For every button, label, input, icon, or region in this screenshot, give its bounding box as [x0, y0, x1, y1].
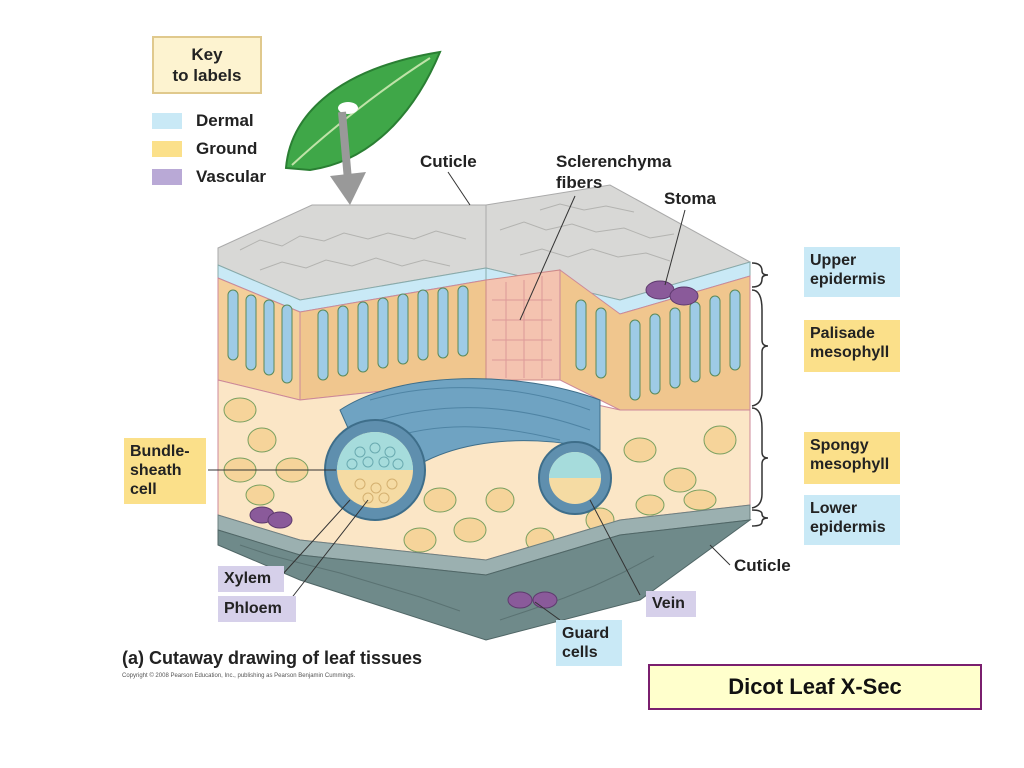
label-lower-epidermis-2: epidermis — [810, 519, 886, 536]
label-sclerenchyma-2: fibers — [556, 173, 602, 192]
key-item-vascular: Vascular — [152, 167, 266, 187]
label-cuticle-top: Cuticle — [420, 152, 477, 171]
label-guard-2: cells — [562, 644, 598, 661]
key-item-ground: Ground — [152, 139, 257, 159]
label-palisade-2: mesophyll — [810, 344, 890, 361]
brackets — [751, 262, 769, 527]
key-item-dermal: Dermal — [152, 111, 254, 131]
leaf-block — [217, 184, 752, 641]
key-label-ground: Ground — [196, 139, 258, 158]
leaf-icon — [284, 50, 442, 172]
label-spongy-1: Spongy — [810, 437, 869, 454]
ground-swatch — [152, 141, 182, 157]
label-upper-epidermis: Upper epidermis — [804, 247, 900, 297]
key-title-line1: Key — [191, 45, 223, 64]
vein-small — [538, 441, 612, 515]
slide-title: Dicot Leaf X-Sec — [648, 664, 982, 710]
leader-lines — [208, 171, 731, 621]
label-palisade-1: Palisade — [810, 325, 875, 342]
label-phloem: Phloem — [218, 596, 296, 622]
vein-large — [324, 378, 601, 521]
label-sclerenchyma-1: Sclerenchyma — [556, 152, 672, 171]
arrow-icon — [330, 111, 366, 205]
label-guard-1: Guard — [562, 625, 610, 642]
label-bundle-1: Bundle- — [130, 443, 190, 460]
figure-caption: (a) Cutaway drawing of leaf tissues — [122, 648, 423, 668]
label-bundle-sheath-cell: Bundle- sheath cell — [124, 438, 206, 504]
label-guard-cells: Guard cells — [556, 620, 622, 666]
key-label-vascular: Vascular — [196, 167, 266, 186]
label-bundle-2: sheath — [130, 462, 182, 479]
label-vein: Vein — [646, 591, 696, 617]
label-spongy-mesophyll: Spongy mesophyll — [804, 432, 900, 484]
stoma-top — [645, 280, 699, 306]
label-cuticle-bottom: Cuticle — [734, 556, 791, 575]
key-title-box: Key to labels — [152, 36, 262, 94]
label-stoma: Stoma — [664, 189, 717, 208]
label-spongy-2: mesophyll — [810, 456, 890, 473]
key-title-line2: to labels — [172, 66, 242, 85]
label-bundle-3: cell — [130, 481, 157, 498]
dermal-swatch — [152, 113, 182, 129]
label-palisade-mesophyll: Palisade mesophyll — [804, 320, 900, 372]
key-label-dermal: Dermal — [196, 111, 254, 130]
label-lower-epidermis-1: Lower — [810, 500, 858, 517]
vascular-swatch — [152, 169, 182, 185]
label-lower-epidermis: Lower epidermis — [804, 495, 900, 545]
label-upper-epidermis-1: Upper — [810, 252, 857, 269]
label-upper-epidermis-2: epidermis — [810, 271, 886, 288]
copyright-text: Copyright © 2008 Pearson Education, Inc.… — [122, 673, 356, 679]
label-xylem: Xylem — [218, 566, 284, 592]
